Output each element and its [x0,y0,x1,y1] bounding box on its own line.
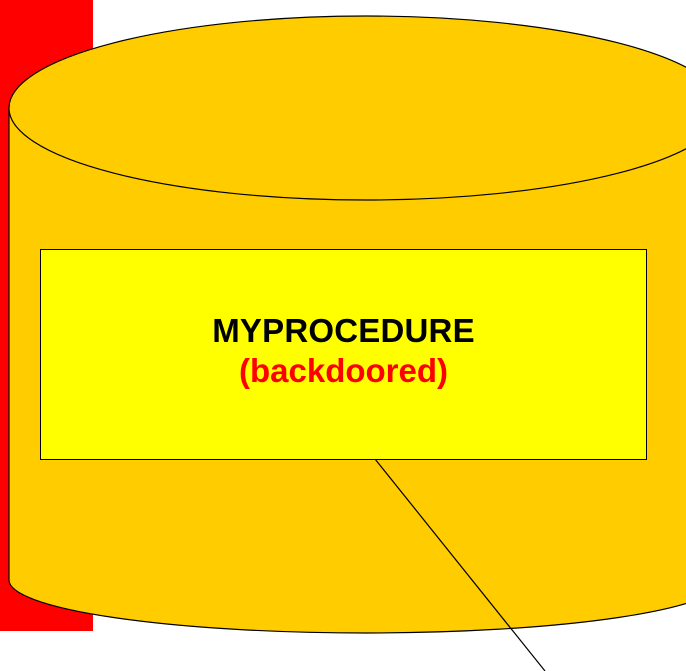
database-cylinder-top [8,15,686,201]
procedure-label-box: MYPROCEDURE (backdoored) [40,249,647,460]
procedure-name: MYPROCEDURE [212,311,475,349]
procedure-status: (backdoored) [238,351,449,389]
connector-line [374,458,546,671]
